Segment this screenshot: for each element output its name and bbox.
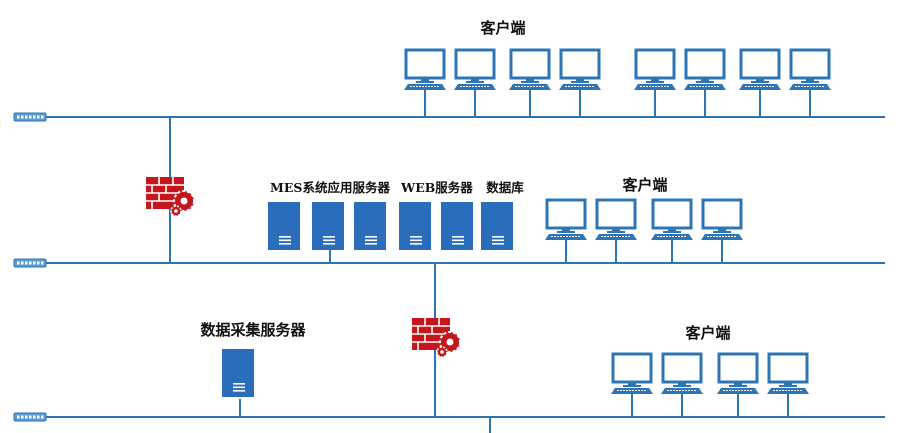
desktop-computer-icon: [402, 48, 448, 92]
desktop-computer-icon: [609, 352, 655, 396]
client-group-top: [402, 48, 833, 92]
desktop-computer-icon: [715, 352, 761, 396]
desktop-computer-icon: [659, 352, 705, 396]
web-server-label: WEB服务器: [400, 180, 473, 195]
desktop-computer-icon: [507, 48, 553, 92]
client-label-bottom: 客户端: [684, 324, 730, 342]
database-label: 数据库: [485, 180, 524, 195]
client-label-top: 客户端: [479, 19, 525, 37]
mes-server-label: MES系统应用服务器: [270, 180, 390, 195]
server-icon: [441, 202, 473, 250]
server-icon: [312, 202, 344, 250]
desktop-computer-icon: [557, 48, 603, 92]
desktop-computer-icon: [452, 48, 498, 92]
desktop-computer-icon: [649, 198, 695, 242]
server-icon: [399, 202, 431, 250]
desktop-computer-icon: [593, 198, 639, 242]
desktop-computer-icon: [682, 48, 728, 92]
server-icon: [354, 202, 386, 250]
server-icon: [222, 349, 254, 397]
server-icon: [481, 202, 513, 250]
network-top: [13, 112, 885, 122]
client-group-middle: [543, 198, 745, 242]
server-group: [268, 202, 513, 250]
desktop-computer-icon: [543, 198, 589, 242]
desktop-computer-icon: [737, 48, 783, 92]
network-switch-icon: [13, 412, 47, 422]
client-label-middle: 客户端: [621, 176, 667, 194]
network-switch-icon: [13, 112, 47, 122]
desktop-computer-icon: [787, 48, 833, 92]
desktop-computer-icon: [632, 48, 678, 92]
client-group-bottom: [609, 352, 811, 396]
network-middle: [13, 258, 885, 268]
connectors: [169, 88, 811, 433]
desktop-computer-icon: [699, 198, 745, 242]
data-collection-server-label: 数据采集服务器: [200, 321, 306, 339]
desktop-computer-icon: [765, 352, 811, 396]
server-icon: [268, 202, 300, 250]
network-bottom: [13, 412, 885, 422]
network-switch-icon: [13, 258, 47, 268]
